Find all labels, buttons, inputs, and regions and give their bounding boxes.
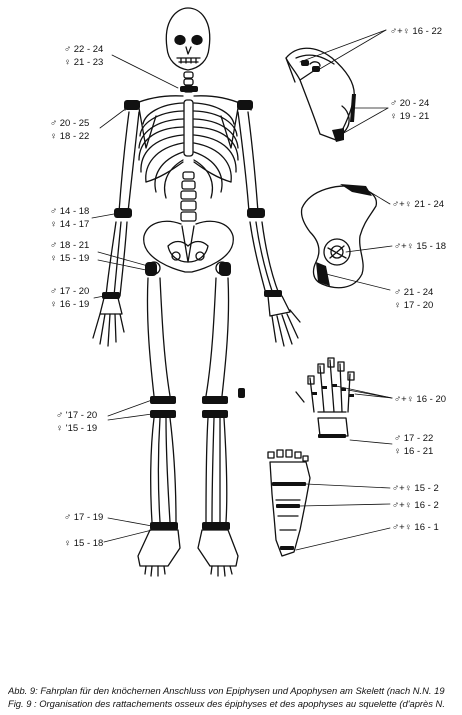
label-shoulder-male: ♂ 20 - 25 [50, 118, 89, 129]
label-hand-female: ♀ 16 - 21 [394, 446, 433, 457]
scapulae [138, 107, 239, 149]
pelvis [143, 220, 234, 273]
left-leg [146, 261, 177, 523]
hand-markers [312, 384, 354, 438]
left-hand [92, 297, 125, 347]
label-pelvis-female: ♀ 17 - 20 [394, 300, 433, 311]
label-ankle-male: ♂ 17 - 19 [64, 512, 103, 523]
hip-bone-detail [300, 185, 378, 289]
growth-plate-markers [102, 86, 282, 530]
right-leg [205, 261, 230, 523]
label-pelvis-crest: ♂+♀ 21 - 24 [392, 199, 444, 210]
label-scapula-female: ♀ 19 - 21 [390, 111, 429, 122]
foot-markers [272, 482, 306, 550]
label-neck-female: ♀ 21 - 23 [64, 57, 103, 68]
label-foot-2: ♂+♀ 16 - 2 [392, 500, 439, 511]
label-pelvis-mid: ♂+♀ 15 - 18 [394, 241, 446, 252]
label-scapula-male: ♂ 20 - 24 [390, 98, 429, 109]
label-ankle-female: ♀ 15 - 18 [64, 538, 103, 549]
caption-german: Abb. 9: Fahrplan für den knöchernen Ansc… [8, 685, 445, 696]
label-knee-male: ♂ '17 - 20 [56, 410, 97, 421]
label-knee-female: ♀ '15 - 19 [56, 423, 97, 434]
right-foot [197, 529, 239, 577]
scapula-markers [301, 60, 356, 142]
label-elbow-female: ♀ 14 - 17 [50, 219, 89, 230]
label-wrist-female: ♀ 16 - 19 [50, 299, 89, 310]
hip-bone-markers [316, 184, 372, 286]
label-pelvis-male: ♂ 21 - 24 [394, 287, 433, 298]
label-elbow-male: ♂ 14 - 18 [50, 206, 89, 217]
label-foot-1: ♂+♀ 15 - 2 [392, 483, 439, 494]
label-scapula-both: ♂+♀ 16 - 22 [390, 26, 442, 37]
hand-detail [295, 357, 355, 437]
foot-detail [267, 449, 311, 557]
leader-lines [91, 29, 393, 551]
label-hand-male: ♂ 17 - 22 [394, 433, 433, 444]
label-neck-male: ♂ 22 - 24 [64, 44, 103, 55]
collarbones [124, 95, 252, 111]
scapula-detail [285, 47, 355, 141]
label-shoulder-female: ♀ 18 - 22 [50, 131, 89, 142]
left-arm [105, 111, 140, 297]
caption-french: Fig. 9 : Organisation des rattachements … [8, 698, 445, 709]
rib-cage [138, 99, 239, 199]
label-hip-female: ♀ 15 - 19 [50, 253, 89, 264]
skull [165, 7, 211, 71]
label-hand-fingers: ♂+♀ 16 - 20 [394, 394, 446, 405]
left-foot [137, 529, 181, 577]
age-labels: ♂ 22 - 24 ♀ 21 - 23 ♂ 20 - 25 ♀ 18 - 22 … [50, 26, 446, 549]
right-hand [267, 295, 301, 347]
label-wrist-male: ♂ 17 - 20 [50, 286, 89, 297]
right-arm [237, 111, 280, 295]
spine [180, 71, 197, 222]
label-foot-3: ♂+♀ 16 - 1 [392, 522, 439, 533]
label-hip-male: ♂ 18 - 21 [50, 240, 89, 251]
